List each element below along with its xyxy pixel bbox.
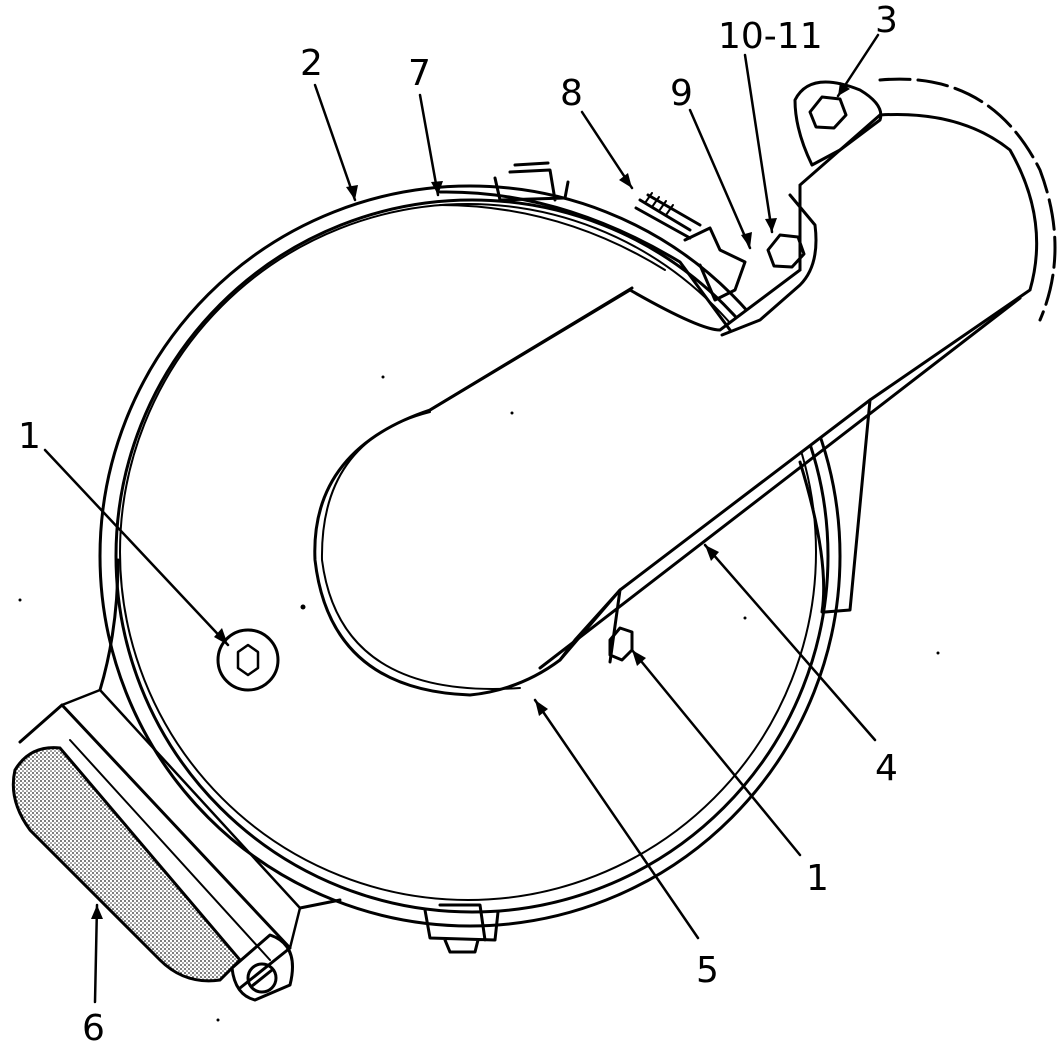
callout-10-11: 10-11 (718, 16, 823, 57)
inlet-seam (69, 739, 271, 961)
arrow-4 (705, 545, 719, 561)
outer-band-edge (98, 184, 842, 928)
clamp-band-top-inner (439, 204, 666, 271)
inlet-neck (98, 558, 342, 910)
leader-2 (313, 83, 357, 202)
filter-element-stippled (11, 746, 243, 983)
duct-inner-loop (320, 411, 521, 690)
leader-10-11 (743, 53, 774, 234)
cover-edge (119, 203, 817, 901)
duct-upper-edge (428, 286, 634, 412)
cover-screw-hex (236, 643, 260, 677)
duct-body (313, 112, 1039, 697)
duct-fin (823, 398, 872, 614)
leader-1b (630, 648, 802, 857)
inlet-tube (11, 558, 342, 1002)
callout-1-cover-screw: 1 (18, 416, 41, 457)
bottom-clip (423, 903, 500, 954)
arrow-8 (619, 173, 632, 188)
callout-3: 3 (875, 0, 898, 41)
callout-4: 4 (875, 748, 898, 789)
bracket-hex-nut (808, 95, 848, 130)
inner-band-edge (114, 198, 830, 914)
inlet-collar-inner (60, 688, 302, 950)
callout-labels: 1 2 7 8 9 10-11 3 4 1 5 6 (18, 0, 898, 1047)
leader-7 (418, 93, 440, 197)
bolt-thread (644, 192, 674, 216)
callout-8: 8 (560, 73, 583, 114)
top-clip (493, 161, 570, 202)
arrow-10-11 (765, 218, 777, 232)
arrow-1b (632, 650, 646, 666)
clamp-lug (683, 226, 747, 302)
callout-5: 5 (696, 950, 719, 991)
bracket-arm (720, 193, 818, 337)
clamp-hex-nut (766, 233, 806, 269)
duct-step (558, 588, 622, 664)
bracket-plate (793, 80, 883, 167)
arrow-2 (346, 185, 358, 200)
callout-9: 9 (670, 73, 693, 114)
arrow-3 (838, 82, 850, 96)
arrow-6 (91, 905, 103, 919)
duct-flange (798, 460, 826, 614)
leader-4 (703, 543, 877, 742)
duct-lower-edge (538, 296, 1022, 670)
arrowheads (91, 82, 850, 919)
arrow-1a (214, 628, 228, 645)
cover-screw-head (216, 628, 280, 692)
callout-1-duct-screw: 1 (806, 858, 829, 899)
arrow-7 (431, 181, 443, 195)
clamp-hardware (423, 161, 747, 954)
leader-9 (688, 108, 752, 250)
clamp-band-top (438, 190, 732, 332)
inlet-collar (18, 703, 292, 990)
leader-5 (533, 698, 700, 940)
callout-7: 7 (408, 53, 431, 94)
callout-6: 6 (82, 1008, 105, 1047)
ear-slot (250, 968, 274, 988)
ear-bolt-hole (246, 962, 278, 994)
scan-specks (18, 375, 940, 1022)
duct-end-dashed (878, 77, 1057, 322)
mounting-bracket (720, 80, 883, 337)
outlet-duct (313, 77, 1057, 697)
leader-6 (93, 903, 99, 1004)
housing-body (98, 184, 842, 928)
arrow-9 (741, 232, 752, 248)
callout-2: 2 (300, 43, 323, 84)
arrow-5 (535, 700, 548, 716)
mounting-ear (230, 933, 294, 1002)
leader-1a (43, 448, 230, 647)
leader-8 (580, 110, 634, 190)
leader-lines (43, 33, 880, 1004)
